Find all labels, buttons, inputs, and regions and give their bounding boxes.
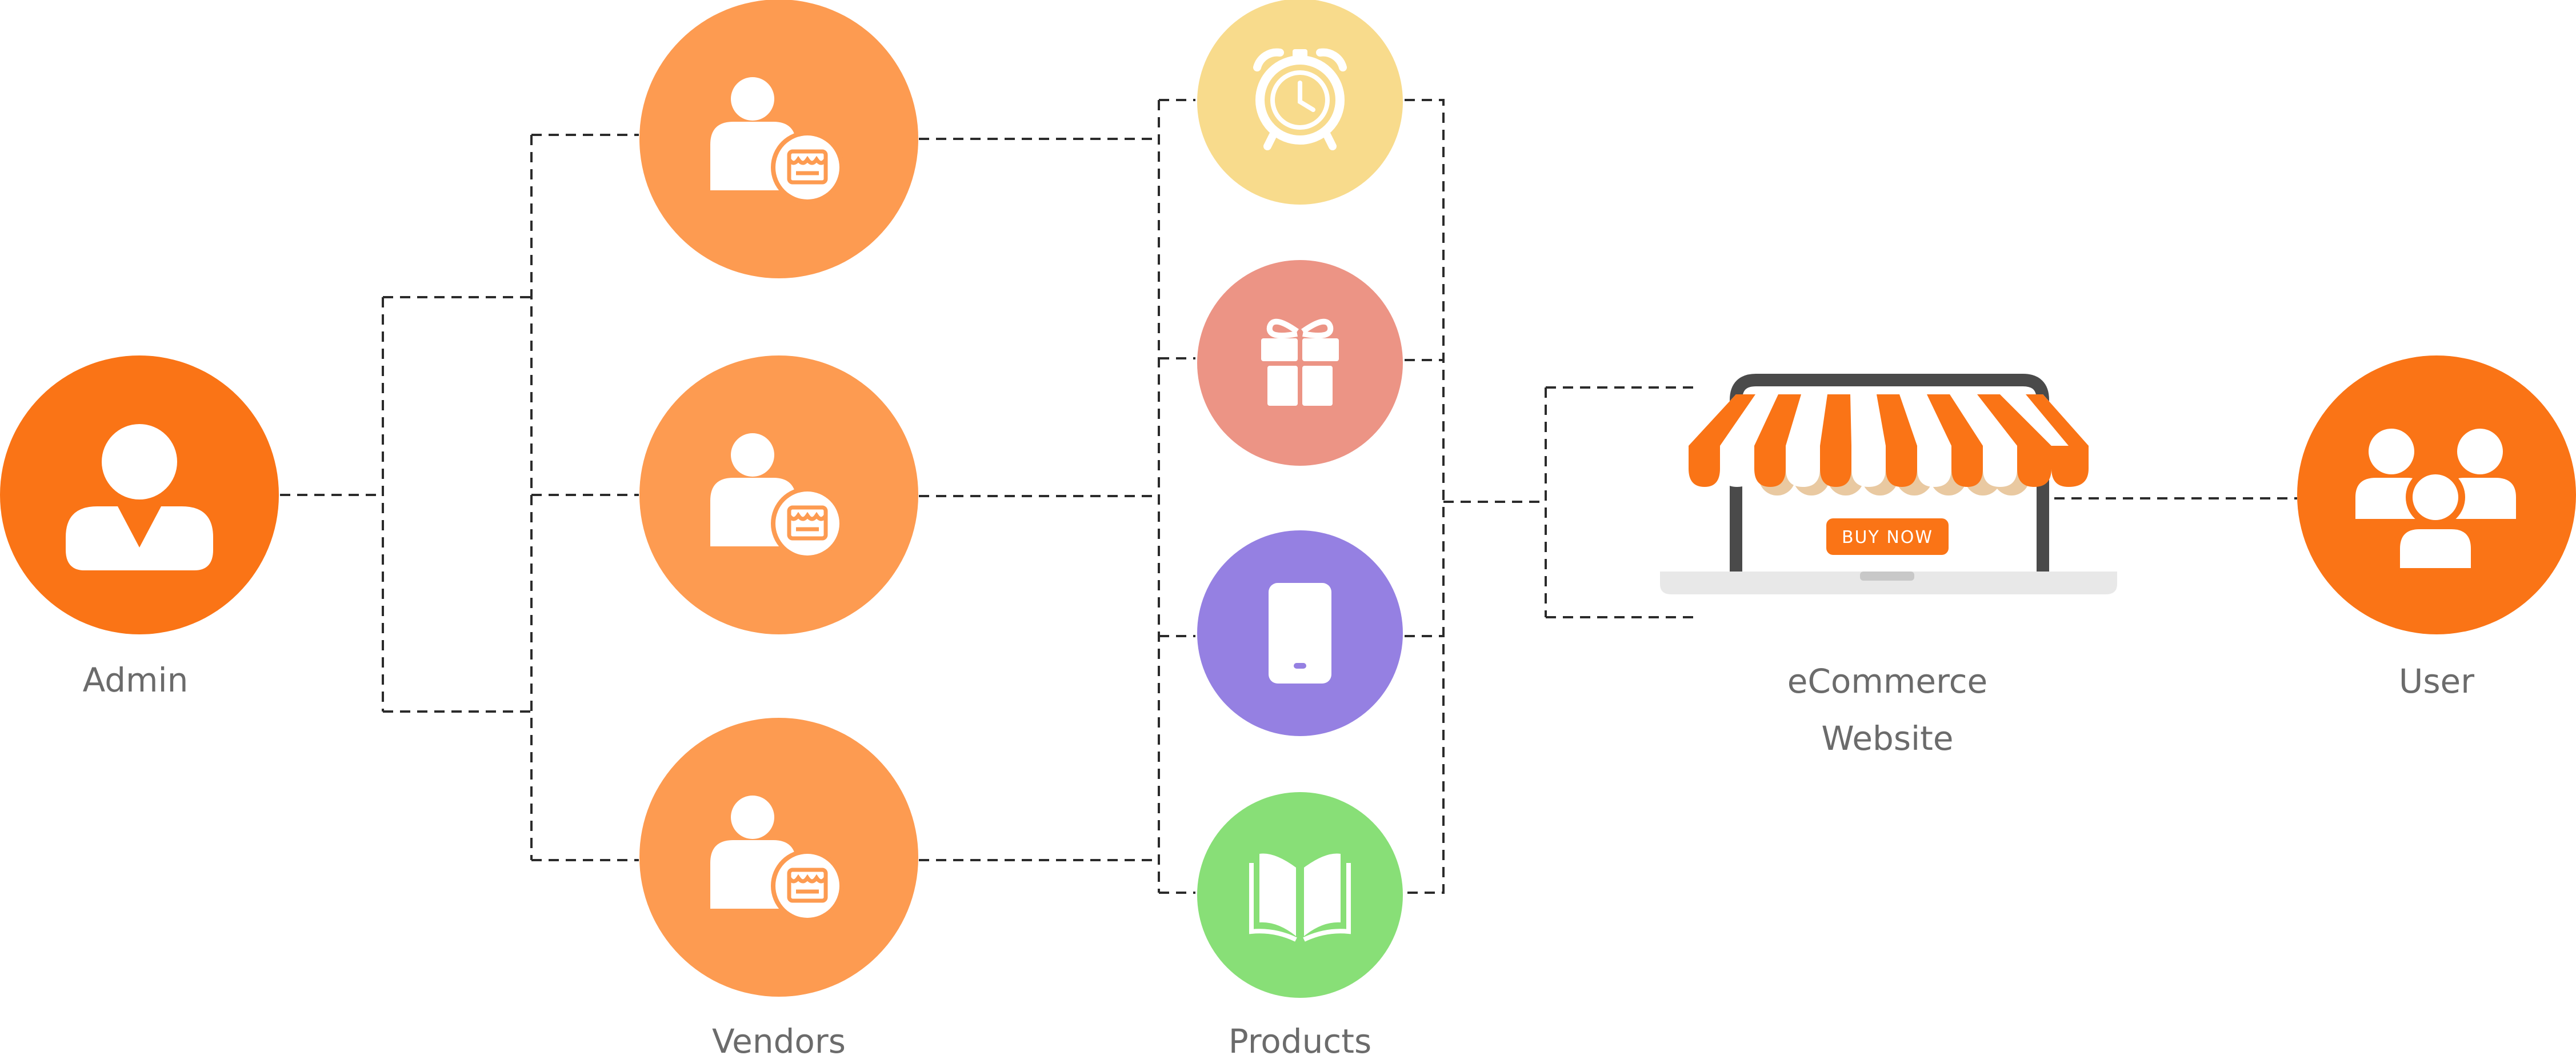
connector-products-right-bus — [1405, 99, 1445, 894]
product-gift-node — [1197, 260, 1403, 466]
vendor-node-1 — [639, 0, 918, 278]
connectors — [280, 99, 2297, 894]
admin-node: Admin — [0, 355, 279, 700]
vendor-node-2 — [639, 355, 918, 634]
gift-icon — [1261, 318, 1339, 406]
storefront-laptop-icon: BUY NOW — [1660, 374, 2117, 594]
buy-now-button: BUY NOW — [1826, 518, 1949, 555]
ecommerce-label-line1: eCommerce — [1787, 662, 1988, 701]
products-label: Products — [1229, 1022, 1371, 1061]
admin-user-icon — [66, 424, 213, 570]
connector-vendors-to-products — [919, 138, 1159, 861]
user-label: User — [2399, 662, 2474, 701]
buy-now-label: BUY NOW — [1842, 527, 1933, 548]
ecommerce-website-node: BUY NOW eCommerce Website — [1660, 374, 2117, 758]
user-group-icon — [2355, 429, 2516, 568]
vendors-group: Vendors — [639, 0, 918, 1061]
admin-label: Admin — [83, 661, 189, 700]
connector-admin-branch — [382, 296, 531, 713]
vendor-node-3 — [639, 718, 918, 997]
product-phone-node — [1197, 530, 1403, 736]
products-group: Products — [1197, 0, 1403, 1061]
user-node: User — [2297, 355, 2576, 701]
connector-vendor-bracket — [530, 134, 639, 861]
vendors-label: Vendors — [712, 1022, 846, 1061]
product-clock-node — [1197, 0, 1403, 205]
connector-products-to-website — [1443, 386, 1697, 618]
alarm-clock-icon — [1253, 48, 1347, 150]
open-book-icon — [1249, 853, 1351, 942]
product-book-node — [1197, 792, 1403, 998]
ecommerce-label-line2: Website — [1821, 719, 1953, 758]
smartphone-icon — [1269, 583, 1331, 684]
connector-products-left-bus — [1158, 99, 1195, 894]
